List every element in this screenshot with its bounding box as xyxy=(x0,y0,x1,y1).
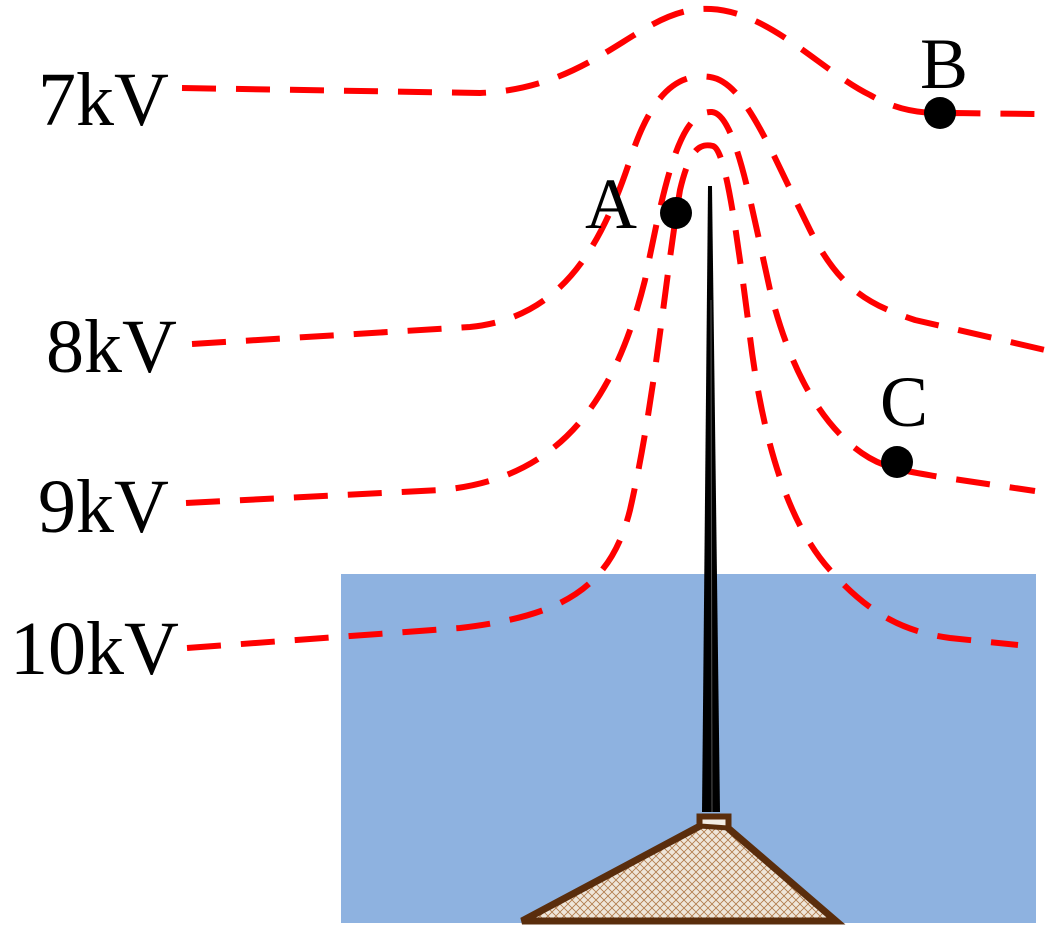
label-9kv: 9kV xyxy=(38,465,169,549)
equipotential-line-9kv xyxy=(185,108,1036,506)
point-a-marker xyxy=(660,197,692,229)
point-c-marker xyxy=(881,446,913,478)
equipotential-line-8kv xyxy=(191,73,1046,353)
label-10kv: 10kV xyxy=(10,607,179,691)
label-point-a: A xyxy=(585,164,637,244)
rod-base-cap xyxy=(697,814,731,831)
label-point-b: B xyxy=(920,24,968,104)
equipotential-line-10kv xyxy=(186,142,1019,651)
equipotential-line-7kv xyxy=(181,5,1036,117)
label-point-c: C xyxy=(880,362,928,442)
label-7kv: 7kV xyxy=(38,58,169,142)
point-b-marker xyxy=(924,97,956,129)
rod-highlight xyxy=(710,299,713,813)
label-8kv: 8kV xyxy=(46,305,177,389)
